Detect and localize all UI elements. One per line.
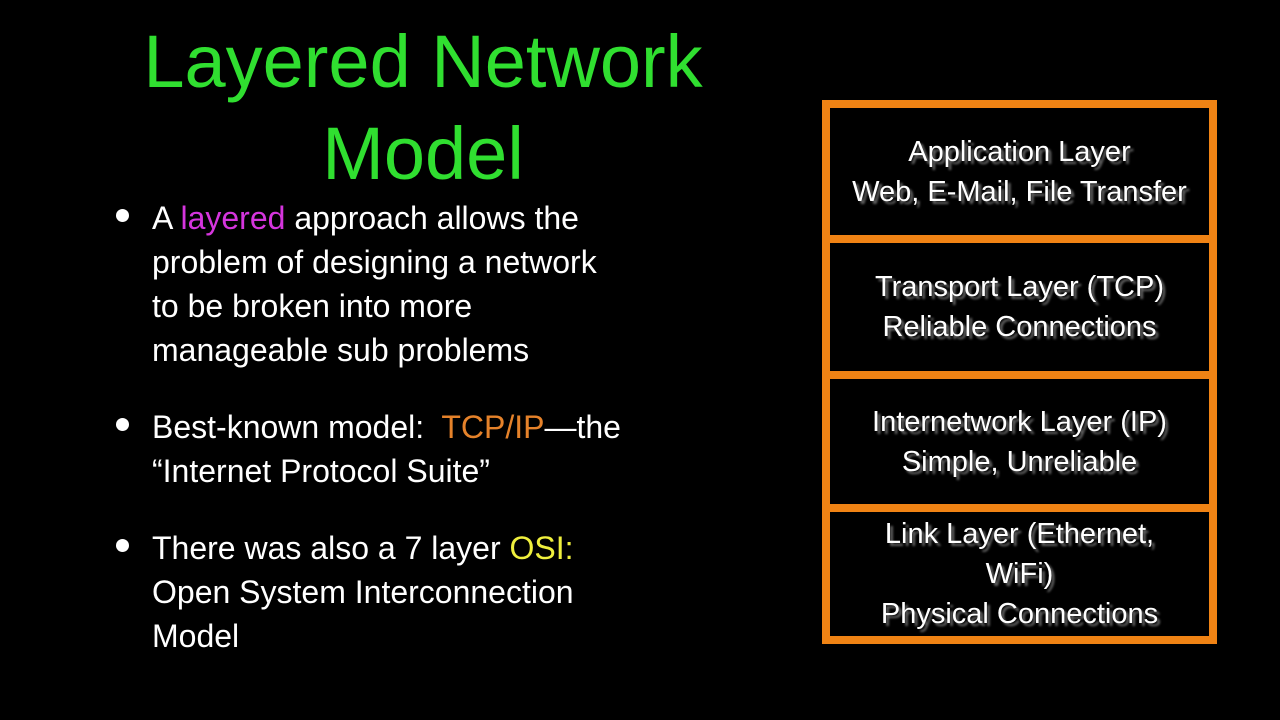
layer-box-internetwork-text: Internetwork Layer (IP) Simple, Unreliab… [872, 405, 1167, 478]
bullet-text-pre: Best-known model: [152, 409, 442, 445]
layer-box-application: Application Layer Web, E-Mail, File Tran… [830, 108, 1209, 235]
bullet-icon [116, 209, 129, 222]
layer-box-link-text: Link Layer (Ethernet, WiFi) Physical Con… [880, 518, 1159, 630]
bullet-icon [116, 418, 129, 431]
bullet-text: There was also a 7 layer OSI: Open Syste… [152, 526, 705, 658]
slide-title: Layered Network Model [143, 20, 703, 195]
layer-box-link: Link Layer (Ethernet, WiFi) Physical Con… [830, 504, 1209, 636]
bullet-text-post: —the “Internet Protocol Suite” [152, 409, 621, 489]
bullet-item-osi-model: There was also a 7 layer OSI: Open Syste… [105, 526, 705, 658]
bullet-text-post: Open System Interconnection Model [152, 574, 574, 654]
layer-stack: Application Layer Web, E-Mail, File Tran… [822, 100, 1217, 644]
bullet-highlight-layered: layered [180, 200, 286, 236]
bullet-text-pre: There was also a 7 layer [152, 530, 510, 566]
bullet-text-pre: A [152, 200, 181, 236]
bullet-list: A layered approach allows the problem of… [105, 196, 705, 691]
layer-box-internetwork: Internetwork Layer (IP) Simple, Unreliab… [830, 371, 1209, 504]
bullet-text-post: approach allows the problem of designing… [152, 200, 597, 368]
bullet-icon [116, 539, 129, 552]
layer-box-transport-text: Transport Layer (TCP) Reliable Connectio… [875, 271, 1164, 343]
bullet-text: Best-known model: TCP/IP—the “Internet P… [152, 405, 705, 493]
bullet-text: A layered approach allows the problem of… [152, 196, 705, 372]
bullet-highlight-osi: OSI: [509, 530, 574, 566]
bullet-item-best-known-model: Best-known model: TCP/IP—the “Internet P… [105, 405, 705, 493]
bullet-highlight-tcpip: TCP/IP [441, 409, 545, 445]
bullet-item-layered-approach: A layered approach allows the problem of… [105, 196, 705, 372]
layer-box-transport: Transport Layer (TCP) Reliable Connectio… [830, 235, 1209, 371]
layer-box-application-text: Application Layer Web, E-Mail, File Tran… [852, 135, 1187, 208]
